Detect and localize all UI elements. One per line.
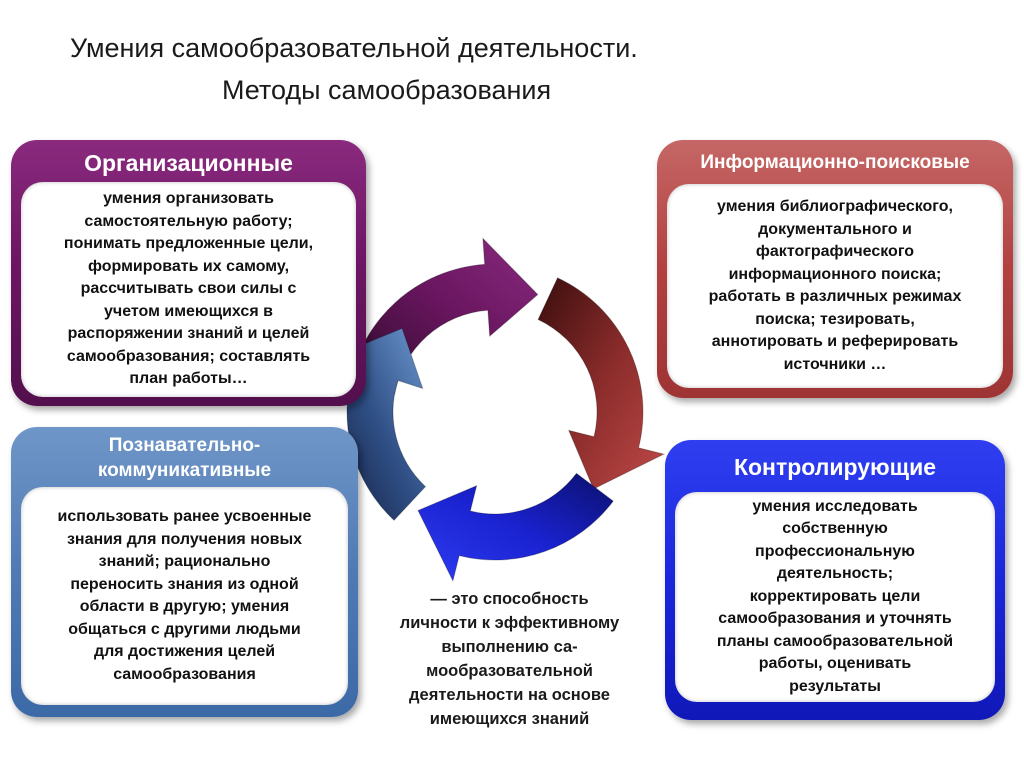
definition-text: — это способность личности к эффективном… (399, 590, 620, 728)
controlling-panel: Контролирующие умения исследовать собств… (665, 440, 1005, 720)
organizational-header: Организационные (84, 150, 293, 176)
info-search-text: умения библиографического, документально… (708, 198, 962, 373)
organizational-panel: Организационные умения организовать само… (11, 140, 366, 406)
cycle-arrow-red (537, 277, 666, 490)
controlling-header: Контролирующие (733, 454, 937, 480)
info-search-body: умения библиографического, документально… (667, 184, 1003, 388)
organizational-text: умения организовать самостоятельную рабо… (63, 190, 314, 388)
cognitive-header: Познавательно- коммуникативные (97, 435, 272, 481)
title-line-2: Методы самообразования (222, 75, 552, 105)
controlling-body: умения исследовать собственную профессио… (675, 492, 995, 702)
cognitive-panel: Познавательно- коммуникативные использов… (11, 427, 358, 717)
title-line-1: Умения самообразовательной деятельности. (70, 33, 638, 63)
cognitive-text: использовать ранее усвоенные знания для … (57, 508, 312, 683)
cycle-arrow-blue (417, 472, 614, 583)
cognitive-body: использовать ранее усвоенные знания для … (21, 487, 348, 705)
info-search-header: Информационно-поисковые (700, 152, 970, 173)
info-search-panel: Информационно-поисковые умения библиогра… (657, 140, 1013, 398)
organizational-body: умения организовать самостоятельную рабо… (21, 182, 356, 397)
controlling-text: умения исследовать собственную профессио… (716, 497, 954, 695)
